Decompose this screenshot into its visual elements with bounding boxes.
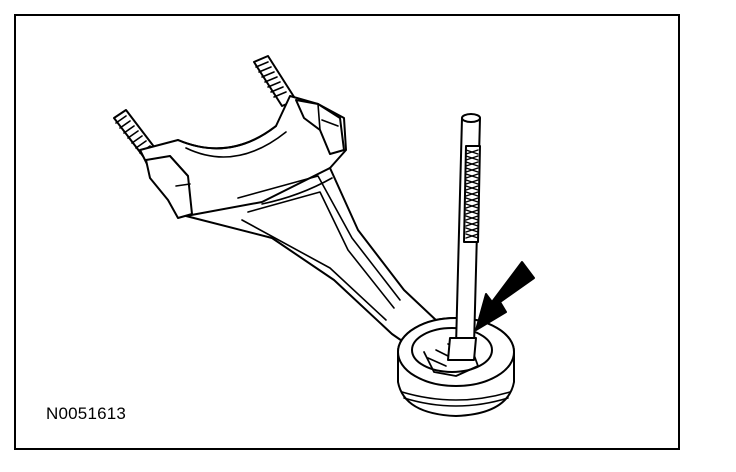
pointer-arrow xyxy=(475,261,535,331)
figure-id-label: N0051613 xyxy=(46,404,127,423)
driver-tool xyxy=(447,113,481,361)
